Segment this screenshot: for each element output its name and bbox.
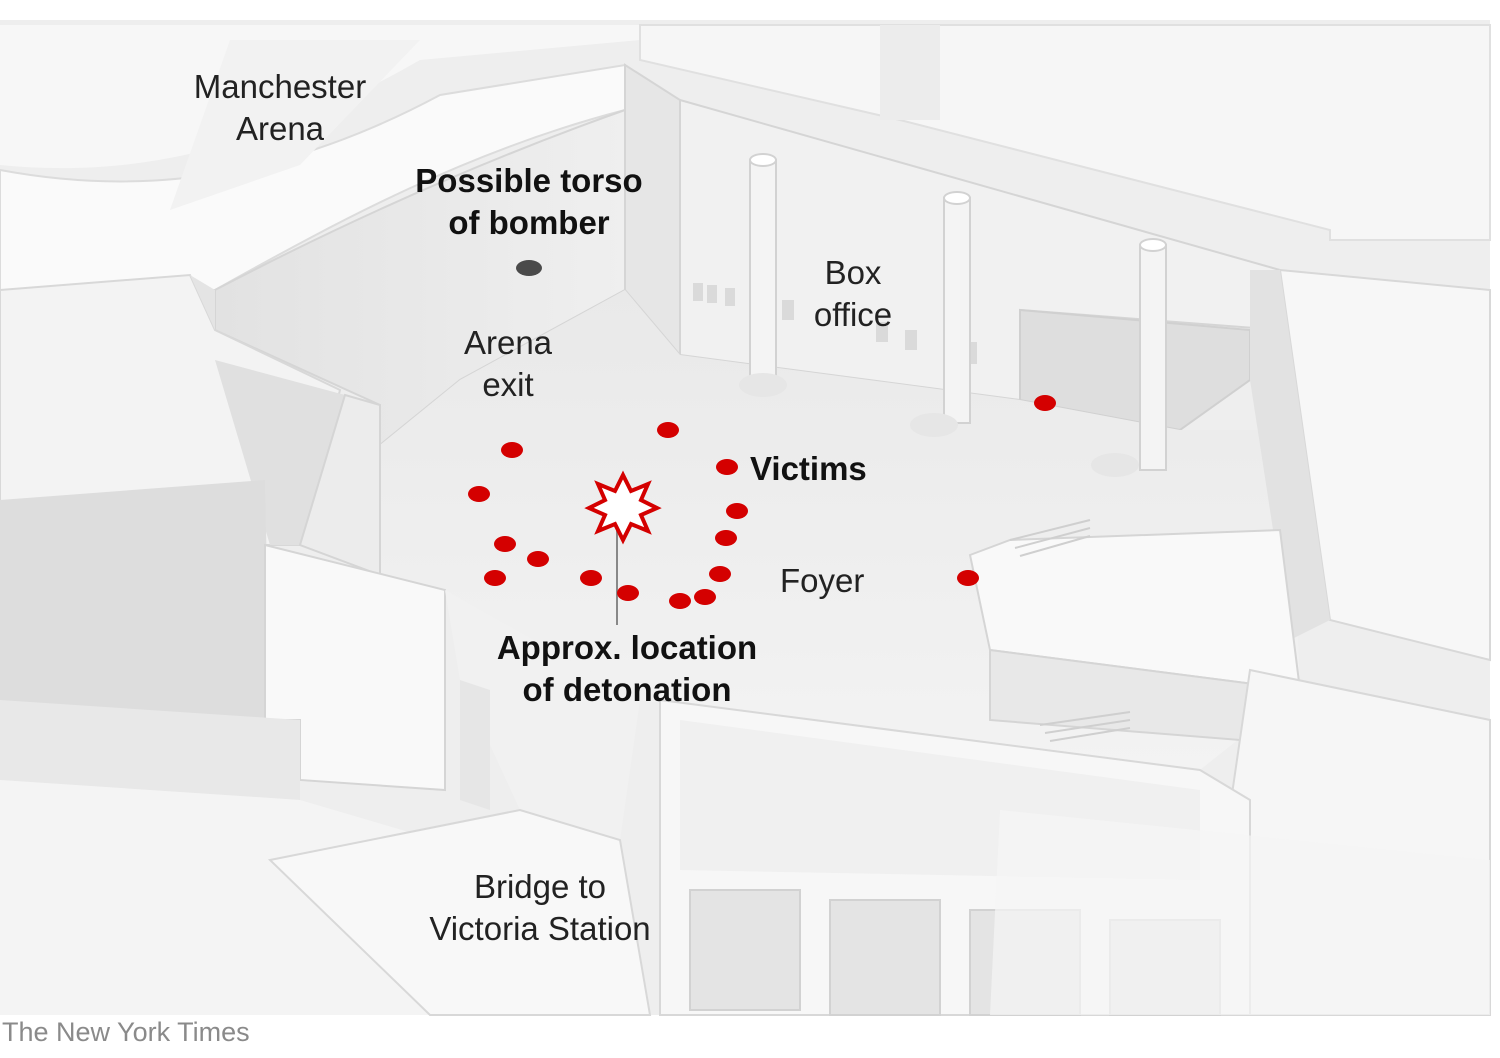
stair-block-top bbox=[968, 528, 1302, 692]
victim-marker bbox=[527, 551, 549, 567]
label-victims: Victims bbox=[750, 450, 867, 487]
victim-marker bbox=[484, 570, 506, 586]
left-corner bbox=[190, 275, 215, 330]
explosion-icon bbox=[584, 470, 662, 545]
bridge-post-left bbox=[460, 680, 490, 810]
staircase bbox=[1009, 519, 1131, 742]
upper-roof bbox=[639, 24, 1491, 241]
left-ground bbox=[0, 780, 470, 1015]
victim-marker bbox=[694, 589, 716, 605]
victim-marker bbox=[669, 593, 691, 609]
victim-marker bbox=[1034, 395, 1056, 411]
upper-block bbox=[880, 25, 940, 120]
victim-marker bbox=[468, 486, 490, 502]
bridge-entrance bbox=[445, 590, 640, 840]
arena-ramp bbox=[170, 40, 420, 210]
victim-marker bbox=[715, 530, 737, 546]
right-wall bbox=[1250, 270, 1330, 640]
credit-line: The New York Times bbox=[2, 1017, 250, 1047]
victim-markers bbox=[468, 395, 1056, 609]
torso-marker bbox=[516, 260, 542, 276]
columns bbox=[739, 153, 1167, 477]
victim-marker bbox=[657, 422, 679, 438]
victim-marker bbox=[716, 459, 738, 475]
left-lower-band bbox=[0, 700, 300, 800]
victim-marker bbox=[617, 585, 639, 601]
victim-marker bbox=[501, 442, 523, 458]
victim-marker bbox=[580, 570, 602, 586]
victim-marker bbox=[494, 536, 516, 552]
victim-marker bbox=[957, 570, 979, 586]
left-room bbox=[0, 480, 270, 720]
front-overlay bbox=[990, 810, 1490, 1015]
victim-marker bbox=[726, 503, 748, 519]
left-inner-wall bbox=[215, 360, 345, 545]
right-roof bbox=[1278, 268, 1491, 662]
label-foyer: Foyer bbox=[780, 562, 865, 599]
back-doorway bbox=[1019, 308, 1251, 432]
bridge-to-victoria bbox=[267, 808, 652, 1016]
victim-marker bbox=[709, 566, 731, 582]
